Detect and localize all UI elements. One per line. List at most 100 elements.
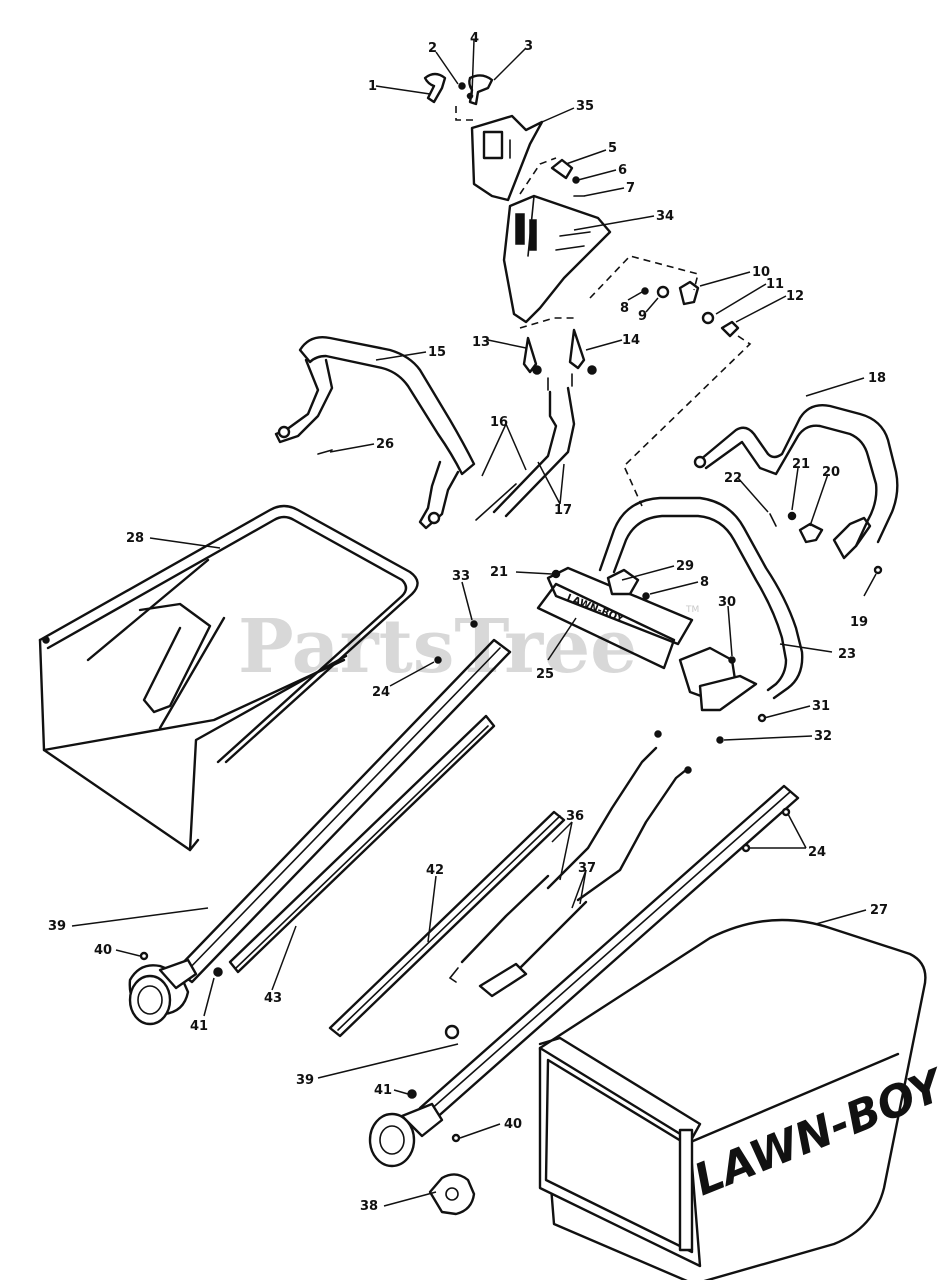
callout-11: 11: [766, 277, 784, 292]
callout-labels: 1 2 4 3 35 5 6 7 34 10 11 12 8 9 13 14 1…: [48, 31, 888, 1214]
callout-34: 34: [656, 209, 674, 224]
assembly-line-cables: [519, 317, 574, 329]
callout-15: 15: [428, 345, 446, 360]
callout-35: 35: [576, 99, 594, 114]
callout-9: 9: [638, 309, 647, 324]
callout-25: 25: [536, 667, 554, 682]
part-screw-33: [470, 620, 478, 628]
watermark-tm: TM: [685, 605, 699, 615]
callout-17: 17: [554, 503, 572, 518]
callout-6: 6: [618, 163, 627, 178]
callout-19: 19: [850, 615, 868, 630]
callout-41-right: 41: [374, 1083, 392, 1098]
part-cable-end-13-nut: [532, 365, 542, 375]
watermark: PartsTree: [238, 604, 637, 690]
callout-24-right: 24: [808, 845, 826, 860]
part-nut-21-right: [787, 511, 797, 521]
part-screw-40-left: [139, 951, 149, 961]
part-bolt-26: [317, 449, 333, 455]
callout-7: 7: [626, 181, 635, 196]
callout-4: 4: [470, 31, 479, 46]
part-strip-42: [328, 810, 566, 1038]
callout-21-left: 21: [490, 565, 508, 580]
part-cables-36-37: [444, 730, 692, 1040]
callout-26: 26: [376, 437, 394, 452]
callout-37: 37: [578, 861, 596, 876]
part-screw-24-left: [434, 656, 442, 664]
callout-31: 31: [812, 699, 830, 714]
callout-16: 16: [490, 415, 508, 430]
callout-21-right: 21: [792, 457, 810, 472]
part-nut-21-left: [551, 569, 561, 579]
callout-18: 18: [868, 371, 886, 386]
part-bracket-29: [606, 568, 640, 596]
callout-40-right: 40: [504, 1117, 522, 1132]
callout-39-right: 39: [296, 1073, 314, 1088]
callout-2: 2: [428, 41, 437, 56]
part-screw-24-right-a: [781, 807, 791, 817]
callout-30: 30: [718, 595, 736, 610]
part-knob-3: [468, 74, 494, 106]
callout-32: 32: [814, 729, 832, 744]
part-nut-41-right: [407, 1089, 417, 1099]
part-cable-end-14-nut: [587, 365, 597, 375]
callout-22: 22: [724, 471, 742, 486]
callout-14: 14: [622, 333, 640, 348]
part-nut-41-left: [213, 967, 223, 977]
part-nut-8-mid: [642, 592, 650, 600]
part-spring-11: [701, 311, 715, 325]
callout-8-top: 8: [620, 301, 629, 316]
part-nut-30: [728, 656, 736, 664]
part-handle-15: [274, 336, 476, 530]
part-main-handle-23: [598, 496, 804, 700]
part-knob-1: [423, 72, 447, 104]
callout-42: 42: [426, 863, 444, 878]
part-screw-40-right: [451, 1133, 461, 1143]
part-control-bar-25: LAWN-BOY: [536, 566, 758, 712]
callout-10: 10: [752, 265, 770, 280]
part-cable-end-14: [568, 328, 586, 370]
assembly-line-top: [455, 106, 476, 121]
callout-12: 12: [786, 289, 804, 304]
part-lever-10: [678, 280, 700, 306]
leader-lines: [71, 39, 877, 1207]
part-panel-35: [470, 114, 544, 202]
part-knob-38: [428, 1173, 476, 1216]
callout-41-left: 41: [190, 1019, 208, 1034]
part-nut-32: [716, 736, 724, 744]
callout-23: 23: [838, 647, 856, 662]
part-knob-20: [798, 522, 824, 544]
part-cables-16-17: [475, 373, 576, 521]
callout-29: 29: [676, 559, 694, 574]
part-bag-frame-28: [38, 504, 419, 852]
part-side-rail-39-left: [128, 638, 512, 1026]
callout-8-mid: 8: [700, 575, 709, 590]
callout-24-left: 24: [372, 685, 390, 700]
part-bolt-22: [769, 513, 777, 527]
callout-1: 1: [368, 79, 377, 94]
callout-43: 43: [264, 991, 282, 1006]
callout-38: 38: [360, 1199, 378, 1214]
assembly-line-clip: [623, 335, 752, 507]
part-nut-8-top: [641, 287, 649, 295]
callout-27: 27: [870, 903, 888, 918]
part-handle-18: [693, 404, 899, 560]
callout-13: 13: [472, 335, 490, 350]
callout-28: 28: [126, 531, 144, 546]
callout-20: 20: [822, 465, 840, 480]
callout-33: 33: [452, 569, 470, 584]
part-clip-12: [720, 320, 740, 338]
assembly-line-housing-right: [589, 255, 699, 299]
callout-36: 36: [566, 809, 584, 824]
part-cable-end-13: [522, 336, 538, 374]
part-housing-34: [502, 194, 612, 324]
callout-5: 5: [608, 141, 617, 156]
part-washer-9: [656, 285, 670, 299]
part-screw-4: [466, 92, 474, 100]
part-side-rail-39-right: [368, 784, 800, 1168]
callout-39-left: 39: [48, 919, 66, 934]
part-bushing-5: [550, 158, 574, 180]
part-screw-24-right-b: [741, 843, 751, 853]
part-screw-2: [458, 82, 466, 90]
